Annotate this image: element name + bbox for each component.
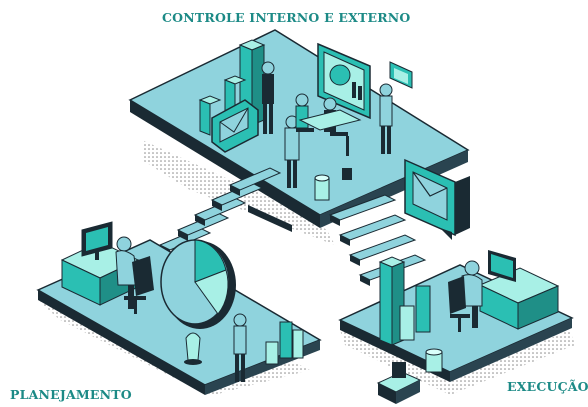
section-title-execution: EXECUÇÃO (507, 379, 588, 394)
person-desk-right (461, 260, 483, 328)
pie-chart-icon (329, 64, 351, 86)
person-standing-1 (261, 61, 275, 134)
bar-chart-left (265, 321, 304, 365)
bar-chart-right (378, 256, 431, 346)
cylinder-right (425, 348, 443, 373)
lamp-icon (184, 332, 202, 365)
monitor-icon-left (81, 221, 113, 260)
person-standing-2 (284, 115, 300, 188)
table-top (298, 109, 362, 131)
person-standing-3 (379, 83, 393, 154)
cylinder-top (314, 168, 352, 201)
chair-left (124, 256, 154, 314)
box-bottom (376, 362, 422, 404)
mail-bubble-icon (404, 158, 470, 240)
pie-chart-icon (160, 239, 236, 329)
chair-right (448, 276, 470, 332)
stairs-left (158, 167, 292, 256)
stairs-right (328, 194, 427, 286)
monitor-icon-right (488, 250, 516, 282)
monitor-icon-top (389, 61, 413, 89)
person-standing-left (233, 313, 247, 382)
mail-icon (211, 99, 259, 153)
section-title-planning: PLANEJAMENTO (10, 387, 132, 402)
section-title-control: CONTROLE INTERNO E EXTERNO (162, 10, 411, 25)
